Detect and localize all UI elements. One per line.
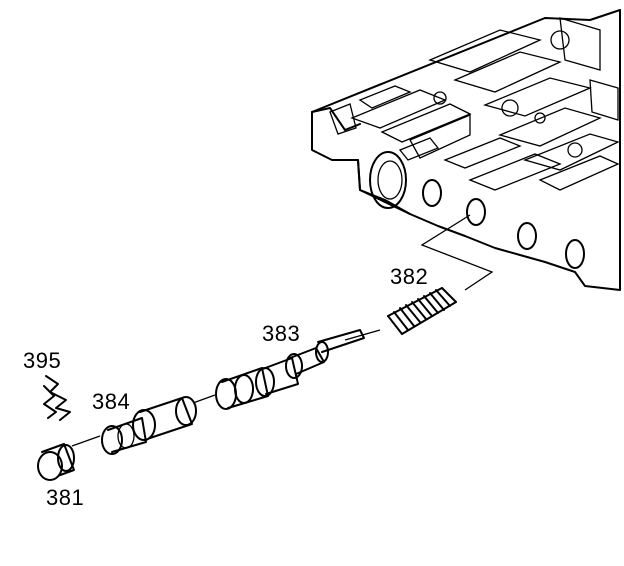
retainer-clip-icon — [43, 375, 71, 421]
alignment-line — [420, 214, 494, 291]
callout-384: 384 — [92, 389, 131, 414]
coil-spring-icon — [387, 287, 457, 335]
valve-body-icon — [311, 9, 621, 291]
callout-395: 395 — [23, 348, 62, 373]
callout-383: 383 — [262, 321, 301, 346]
valve-bore-plug-icon — [101, 396, 197, 455]
callout-382: 382 — [390, 264, 429, 289]
axis-line — [71, 435, 101, 447]
callout-381: 381 — [46, 485, 85, 510]
axis-line — [192, 394, 216, 404]
valve-spool-icon — [215, 329, 365, 410]
end-plug-icon — [37, 443, 75, 481]
